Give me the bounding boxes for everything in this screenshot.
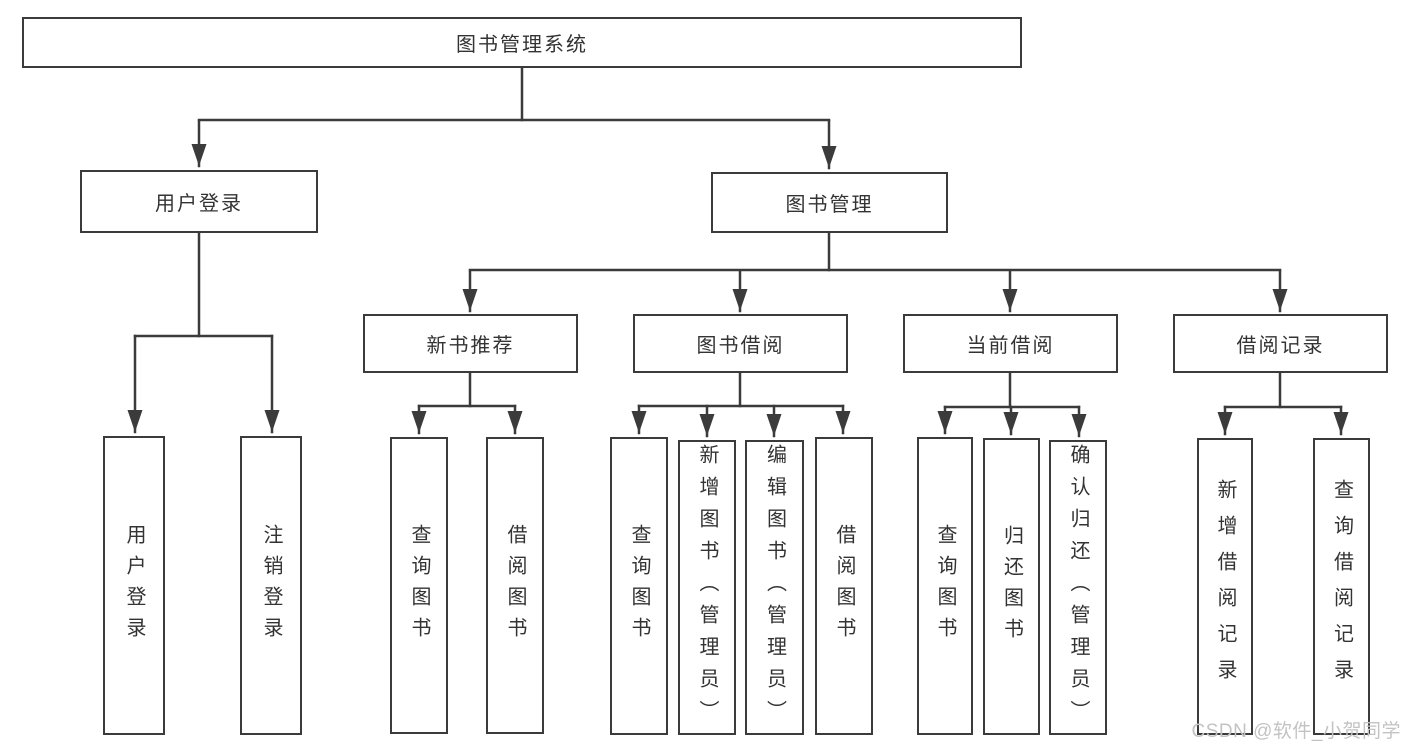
leaf-bb-query-book-label: 查询图书 [628,524,650,648]
node-user-login-label: 用户登录 [155,193,243,215]
leaf-nbr-borrow-book-label: 借阅图书 [504,523,526,648]
leaf-nbr-query-book: 查询图书 [390,437,448,734]
node-book-management-label: 图书管理 [785,194,874,216]
leaf-br-add-record-label: 新增借阅记录 [1214,478,1236,695]
leaf-logout-label: 注销登录 [260,523,282,648]
leaf-cb-confirm-return-admin: 确认归还（管理员） [1049,440,1107,735]
leaf-cb-query-book-label: 查询图书 [934,524,956,648]
leaf-bb-add-book-admin-label: 新增图书（管理员） [696,443,718,732]
leaf-user-login-label: 用户登录 [123,523,145,648]
leaf-cb-return-book-label: 归还图书 [1000,524,1023,649]
leaf-bb-query-book: 查询图书 [610,437,668,735]
leaf-cb-return-book: 归还图书 [983,438,1040,735]
node-current-borrow: 当前借阅 [903,314,1118,373]
node-current-borrow-label: 当前借阅 [966,335,1055,357]
node-new-book-recommend: 新书推荐 [363,314,578,373]
leaf-bb-edit-book-admin-label: 编辑图书（管理员） [763,443,786,732]
node-root: 图书管理系统 [22,17,1022,68]
leaf-br-add-record: 新增借阅记录 [1197,438,1253,735]
leaf-br-query-record-label: 查询借阅记录 [1330,478,1353,695]
node-root-label: 图书管理系统 [456,34,588,56]
node-book-borrow: 图书借阅 [633,314,848,373]
csdn-watermark: CSDN @软件_小贺同学 [1191,721,1401,742]
leaf-bb-add-book-admin: 新增图书（管理员） [678,440,736,735]
node-user-login: 用户登录 [80,170,318,233]
node-book-management: 图书管理 [711,172,948,233]
leaf-nbr-query-book-label: 查询图书 [408,523,430,648]
node-book-borrow-label: 图书借阅 [696,335,785,357]
leaf-nbr-borrow-book: 借阅图书 [486,437,544,734]
leaf-bb-edit-book-admin: 编辑图书（管理员） [745,440,804,735]
node-new-book-recommend-label: 新书推荐 [426,335,515,357]
leaf-bb-borrow-book-label: 借阅图书 [833,524,855,648]
leaf-user-login: 用户登录 [103,436,165,735]
leaf-cb-confirm-return-admin-label: 确认归还（管理员） [1067,443,1089,732]
node-borrow-records-label: 借阅记录 [1236,335,1325,357]
leaf-logout: 注销登录 [240,436,302,735]
leaf-cb-query-book: 查询图书 [917,437,973,735]
leaf-br-query-record: 查询借阅记录 [1313,438,1370,735]
leaf-bb-borrow-book: 借阅图书 [815,437,873,735]
node-borrow-records: 借阅记录 [1173,314,1388,373]
